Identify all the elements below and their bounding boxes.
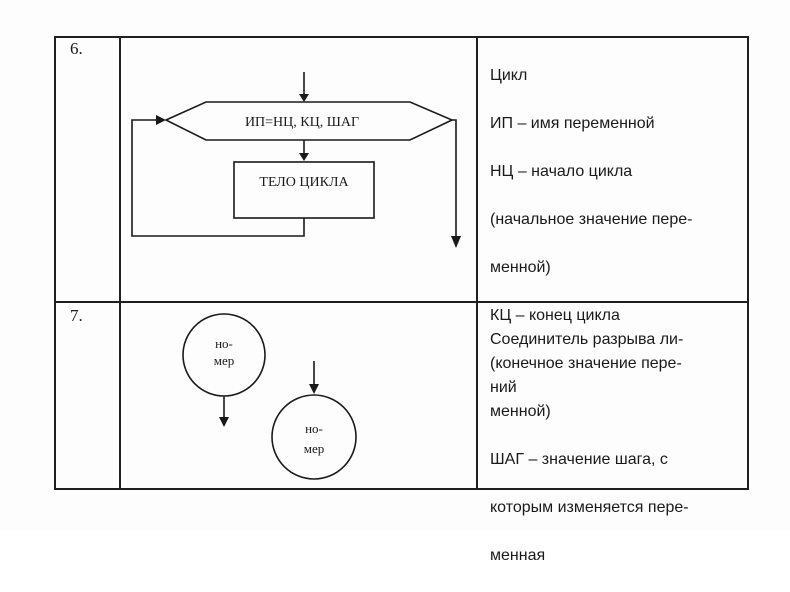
description-line: ний <box>490 379 517 396</box>
loop-exit-path <box>452 119 457 238</box>
description-line: (конечное значение пере- <box>490 355 682 372</box>
loop-block-diagram: ИП=НЦ, КЦ, ШАГ ТЕЛО ЦИКЛА <box>131 72 461 248</box>
description-line: Соединитель разрыва ли- <box>490 331 684 348</box>
row-number-6: 6. <box>70 39 83 58</box>
loop-return-arrow-head <box>156 115 166 125</box>
connector-1-label-line1: но- <box>215 336 233 351</box>
description-line: ШАГ – значение шага, с <box>490 451 668 468</box>
row-7-description: Соединитель разрыва ли- ний <box>490 304 740 424</box>
description-line: ИП – имя переменной <box>490 115 655 132</box>
description-line: менной) <box>490 259 551 276</box>
hexagon-to-body-arrow-head <box>299 153 309 161</box>
description-line: Цикл <box>490 67 528 84</box>
connector-1-label-line2: мер <box>214 353 235 368</box>
connector-1-out-arrow-head <box>219 417 229 427</box>
column-divider-2 <box>476 38 478 488</box>
column-divider-1 <box>119 38 121 488</box>
connector-2-label-line2: мер <box>304 441 325 456</box>
row-divider <box>56 301 747 303</box>
loop-body-rect <box>233 161 375 219</box>
flowchart-symbols-table: 6. ИП=НЦ, КЦ, ШАГ ТЕЛО ЦИКЛА Цикл ИП – и… <box>54 36 749 564</box>
entry-arrow-head <box>299 94 309 102</box>
connector-2-label-line1: но- <box>305 421 323 436</box>
description-line: которым изменяется пере- <box>490 499 689 516</box>
loop-hexagon-label: ИП=НЦ, КЦ, ШАГ <box>245 115 359 130</box>
loop-exit-arrow-head <box>451 236 461 248</box>
connector-2-in-arrow-head <box>309 384 319 394</box>
connector-diagram: но- мер но- мер <box>182 313 357 480</box>
scanned-page: 6. ИП=НЦ, КЦ, ШАГ ТЕЛО ЦИКЛА Цикл ИП – и… <box>54 36 749 564</box>
description-line: менной) <box>490 403 551 420</box>
description-line: менная <box>490 547 546 564</box>
description-line: (начальное значение пере- <box>490 211 693 228</box>
connector-circle-2 <box>271 394 357 480</box>
description-line: КЦ – конец цикла <box>490 307 620 324</box>
loop-body-label: ТЕЛО ЦИКЛА <box>259 175 349 190</box>
loop-return-path <box>131 119 305 237</box>
row-number-7: 7. <box>70 306 83 325</box>
description-line: НЦ – начало цикла <box>490 163 633 180</box>
